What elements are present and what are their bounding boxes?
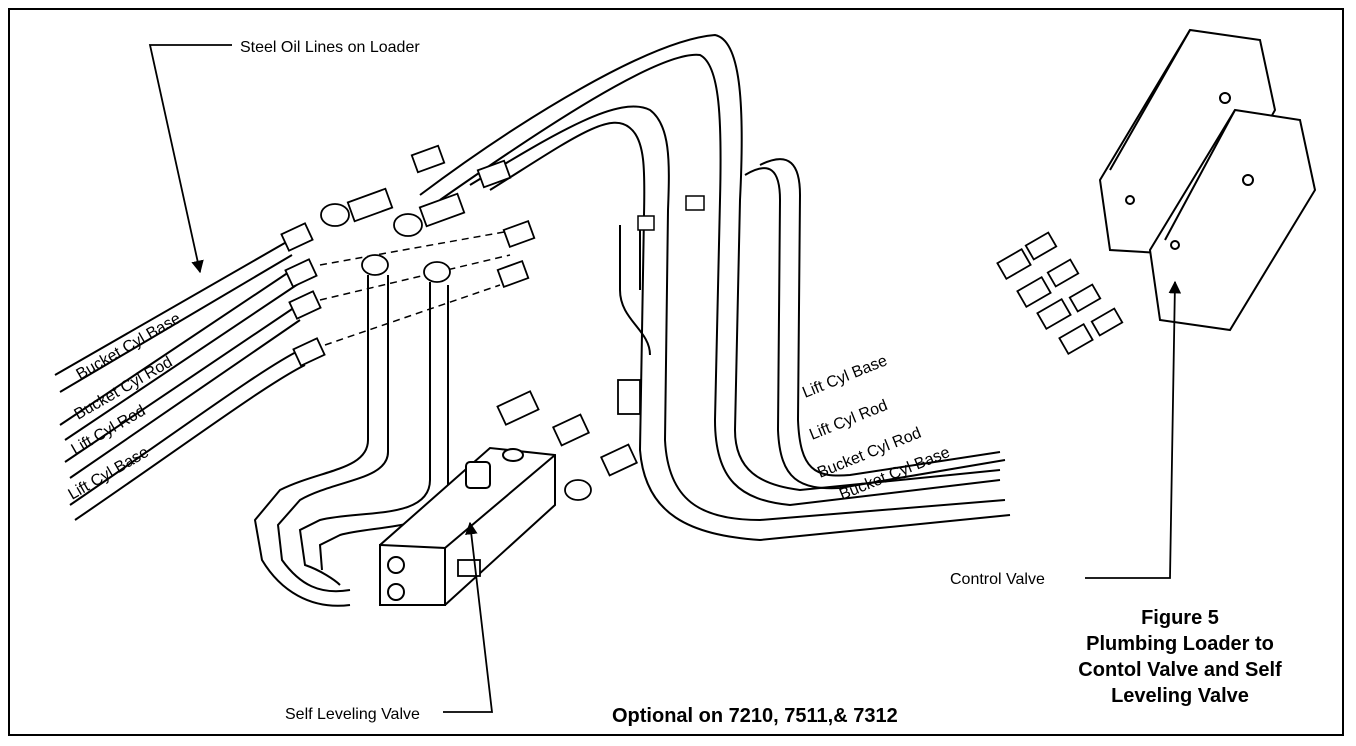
hose-bundle-upper: [419, 33, 1011, 542]
tee-fittings: [320, 144, 536, 289]
self-leveling-valve-body: [379, 446, 556, 606]
caption-line-1: Figure 5: [1141, 607, 1219, 629]
caption-line-3: Contol Valve and Self: [1078, 659, 1282, 681]
figure-frame: [8, 8, 1344, 736]
right-hose-labels: Lift Cyl Base Lift Cyl Rod Bucket Cyl Ro…: [800, 352, 952, 503]
left-hose-labels: Bucket Cyl Base Bucket Cyl Rod Lift Cyl …: [66, 310, 184, 503]
left-line-fittings: [280, 222, 326, 367]
right-label-lift-base: Lift Cyl Base: [800, 352, 890, 401]
left-steel-lines: [54, 239, 306, 521]
callout-control-valve: Control Valve: [950, 571, 1045, 588]
right-label-lift-rod: Lift Cyl Rod: [807, 397, 890, 444]
callout-steel-oil-lines: Steel Oil Lines on Loader: [240, 39, 420, 56]
control-valve-body: [1098, 28, 1317, 332]
dashed-connectors: [319, 229, 516, 346]
caption-line-2: Plumbing Loader to: [1086, 633, 1274, 655]
hose-bands: [637, 195, 705, 231]
optional-models-note: Optional on 7210, 7511,& 7312: [612, 705, 898, 727]
figure-caption: Figure 5 Plumbing Loader to Contol Valve…: [1040, 605, 1320, 709]
right-hose-fittings: [996, 231, 1124, 356]
caption-line-4: Leveling Valve: [1111, 685, 1249, 707]
callout-self-leveling-valve: Self Leveling Valve: [285, 706, 420, 723]
leader-lines: [148, 44, 1182, 713]
